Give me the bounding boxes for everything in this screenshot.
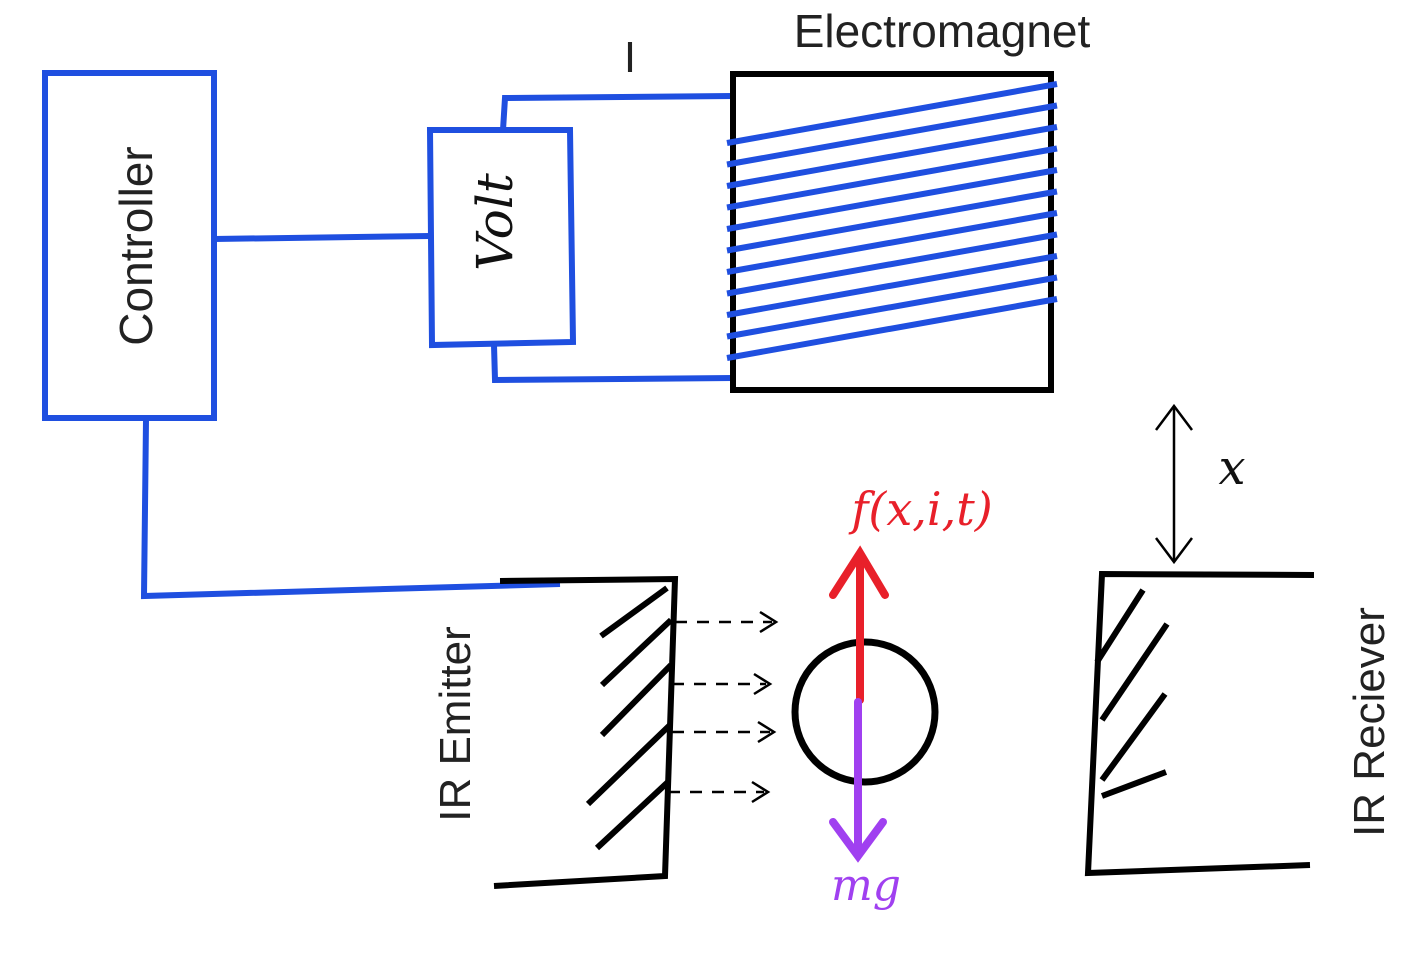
magnetic-force-label: f(x,i,t) <box>848 482 992 536</box>
coil-winding <box>726 124 1058 189</box>
ir-receiver <box>1084 570 1315 877</box>
magnetic-force-arrow <box>829 545 889 704</box>
coil-winding <box>726 145 1058 211</box>
ir-receiver-body <box>1084 570 1315 877</box>
ir-receiver-label: IR Reciever <box>1345 607 1394 837</box>
coil-winding <box>726 102 1058 168</box>
wire-volt-top-to-coil <box>500 93 734 131</box>
ir-emitter <box>493 575 679 889</box>
electromagnet: Electromagnet <box>726 5 1091 393</box>
wires <box>140 93 734 600</box>
coil-winding <box>726 210 1058 275</box>
gravity-force-arrow <box>829 698 887 863</box>
coil-winding <box>726 296 1058 361</box>
coil-winding <box>726 167 1058 232</box>
gap-arrow <box>1155 403 1193 565</box>
coil-winding <box>726 274 1058 340</box>
voltage-source-block: Volt <box>426 127 577 349</box>
electromagnet-coil <box>726 81 1058 361</box>
coil-winding <box>726 231 1058 297</box>
gap-label: x <box>1218 440 1245 496</box>
coil-winding <box>726 253 1058 318</box>
wire-volt-bottom-to-coil <box>491 344 734 384</box>
volt-label: Volt <box>466 172 524 271</box>
controller-label: Controller <box>110 146 162 345</box>
controller-block: Controller <box>42 70 217 421</box>
electromagnet-label: Electromagnet <box>794 5 1091 57</box>
wire-controller-to-emitter <box>140 419 561 600</box>
coil-winding <box>726 188 1058 254</box>
ir-beams <box>668 610 779 804</box>
levitated-ball <box>791 638 939 786</box>
electromagnet-core <box>730 71 1054 393</box>
ir-emitter-label: IR Emitter <box>431 626 480 822</box>
gravity-force-label: mg <box>831 860 901 911</box>
wire-controller-to-volt <box>213 233 431 242</box>
current-label: I <box>624 33 636 82</box>
ir-emitter-body <box>493 575 679 889</box>
coil-winding <box>726 81 1058 146</box>
